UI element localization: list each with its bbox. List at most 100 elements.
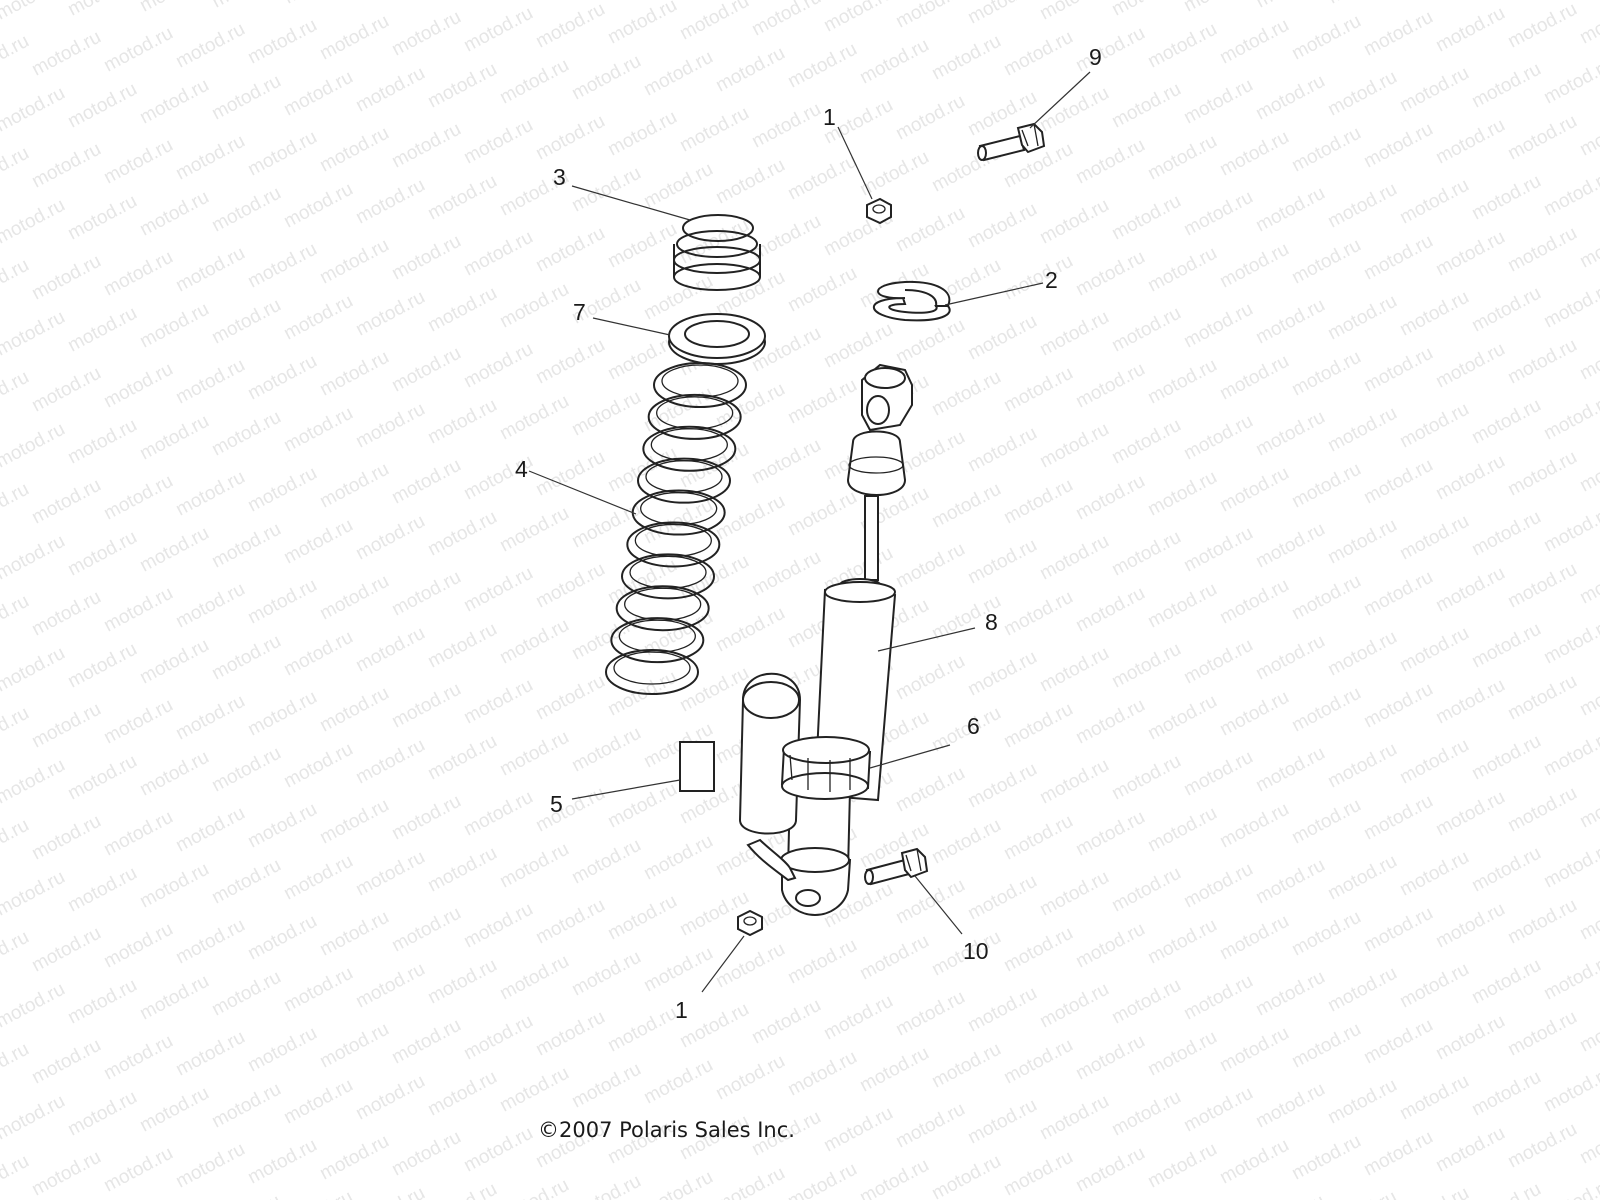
watermark-text: motod.ru	[208, 631, 284, 685]
watermark-text: motod.ru	[496, 279, 572, 333]
watermark-text: motod.ru	[424, 171, 500, 225]
watermark-text: motod.ru	[604, 555, 680, 609]
spring-coil	[642, 425, 737, 472]
watermark-text: motod.ru	[1540, 727, 1600, 781]
watermark-text: motod.ru	[748, 99, 824, 153]
watermark-text: motod.ru	[208, 519, 284, 573]
watermark-text: motod.ru	[0, 255, 33, 309]
watermark-text: motod.ru	[1540, 391, 1600, 445]
watermark-text: motod.ru	[136, 523, 212, 577]
watermark-text: motod.ru	[892, 91, 968, 145]
callout-label-small-spring: 3	[553, 164, 566, 190]
bolt-bottom	[864, 847, 929, 886]
watermark-text: motod.ru	[568, 163, 644, 217]
watermark-text: motod.ru	[424, 843, 500, 897]
watermark-text: motod.ru	[1468, 395, 1544, 449]
watermark-text: motod.ru	[1216, 351, 1292, 405]
watermark-text: motod.ru	[172, 355, 248, 409]
watermark-text: motod.ru	[1324, 1075, 1400, 1129]
watermark-text: motod.ru	[1432, 451, 1508, 505]
watermark-text: motod.ru	[1036, 979, 1112, 1033]
watermark-text: motod.ru	[316, 123, 392, 177]
watermark-text: motod.ru	[604, 0, 680, 48]
watermark-text: motod.ru	[1396, 287, 1472, 341]
watermark-text: motod.ru	[0, 1091, 69, 1145]
watermark-text: motod.ru	[1252, 295, 1328, 349]
watermark-text: motod.ru	[388, 455, 464, 509]
watermark-text: motod.ru	[1468, 843, 1544, 897]
watermark-text: motod.ru	[352, 0, 428, 4]
watermark-text: motod.ru	[1432, 1011, 1508, 1065]
watermark-text: motod.ru	[100, 23, 176, 77]
watermark-text: motod.ru	[1000, 475, 1076, 529]
watermark-text: motod.ru	[1288, 1131, 1364, 1185]
watermark-text: motod.ru	[208, 1079, 284, 1133]
watermark-text: motod.ru	[100, 471, 176, 525]
watermark-text: motod.ru	[1504, 223, 1580, 277]
watermark-text: motod.ru	[424, 1179, 500, 1200]
watermark-text: motod.ru	[64, 863, 140, 917]
watermark-text: motod.ru	[1504, 0, 1580, 52]
watermark-text: motod.ru	[1000, 1147, 1076, 1200]
watermark-text: motod.ru	[1324, 179, 1400, 233]
watermark-text: motod.ru	[1252, 743, 1328, 797]
watermark-text: motod.ru	[1576, 219, 1600, 273]
watermark-text: motod.ru	[280, 515, 356, 569]
spring-coil	[637, 457, 731, 504]
watermark-text: motod.ru	[0, 367, 33, 421]
watermark-text: motod.ru	[0, 479, 33, 533]
watermark-text: motod.ru	[1252, 183, 1328, 237]
watermark-text: motod.ru	[784, 375, 860, 429]
watermark-text: motod.ru	[964, 871, 1040, 925]
watermark-text: motod.ru	[244, 239, 320, 293]
watermark-text: motod.ru	[208, 295, 284, 349]
watermark-text: motod.ru	[0, 927, 33, 981]
watermark-text: motod.ru	[0, 419, 69, 473]
watermark-text: motod.ru	[352, 511, 428, 565]
watermark-text: motod.ru	[712, 939, 788, 993]
watermark-text: motod.ru	[748, 995, 824, 1049]
watermark-text: motod.ru	[1144, 915, 1220, 969]
watermark-text: motod.ru	[1252, 967, 1328, 1021]
watermark-text: motod.ru	[532, 895, 608, 949]
watermark-text: motod.ru	[1072, 359, 1148, 413]
watermark-text: motod.ru	[532, 447, 608, 501]
watermark-text: motod.ru	[892, 315, 968, 369]
watermark-text: motod.ru	[280, 403, 356, 457]
watermark-text: motod.ru	[388, 1127, 464, 1181]
watermark-text: motod.ru	[568, 387, 644, 441]
watermark-text: motod.ru	[1144, 467, 1220, 521]
watermark-text: motod.ru	[676, 439, 752, 493]
watermark-text: motod.ru	[1144, 243, 1220, 297]
watermark-text: motod.ru	[1036, 195, 1112, 249]
watermark-text: motod.ru	[1288, 1019, 1364, 1073]
watermark-text: motod.ru	[1324, 515, 1400, 569]
watermark-text: motod.ru	[568, 611, 644, 665]
watermark-text: motod.ru	[244, 687, 320, 741]
watermark-text: motod.ru	[496, 839, 572, 893]
watermark-text: motod.ru	[388, 679, 464, 733]
watermark-text: motod.ru	[208, 71, 284, 125]
watermark-text: motod.ru	[532, 335, 608, 389]
watermark-text: motod.ru	[712, 1163, 788, 1200]
watermark-text: motod.ru	[316, 459, 392, 513]
watermark-text: motod.ru	[172, 1027, 248, 1081]
watermark-text: motod.ru	[1288, 907, 1364, 961]
watermark-text: motod.ru	[1036, 867, 1112, 921]
watermark-text: motod.ru	[1468, 283, 1544, 337]
watermark-text: motod.ru	[460, 339, 536, 393]
watermark-text: motod.ru	[1180, 635, 1256, 689]
watermark-text: motod.ru	[100, 359, 176, 413]
spring-adapter	[668, 313, 766, 365]
watermark-text: motod.ru	[460, 787, 536, 841]
watermark-text: motod.ru	[460, 563, 536, 617]
watermark-text: motod.ru	[1252, 1191, 1328, 1200]
bolt-top	[977, 122, 1046, 162]
watermark-text: motod.ru	[136, 1083, 212, 1137]
watermark-text: motod.ru	[28, 811, 104, 865]
watermark-text: motod.ru	[532, 559, 608, 613]
watermark-text: motod.ru	[424, 283, 500, 337]
watermark-text: motod.ru	[316, 347, 392, 401]
watermark-text: motod.ru	[712, 267, 788, 321]
